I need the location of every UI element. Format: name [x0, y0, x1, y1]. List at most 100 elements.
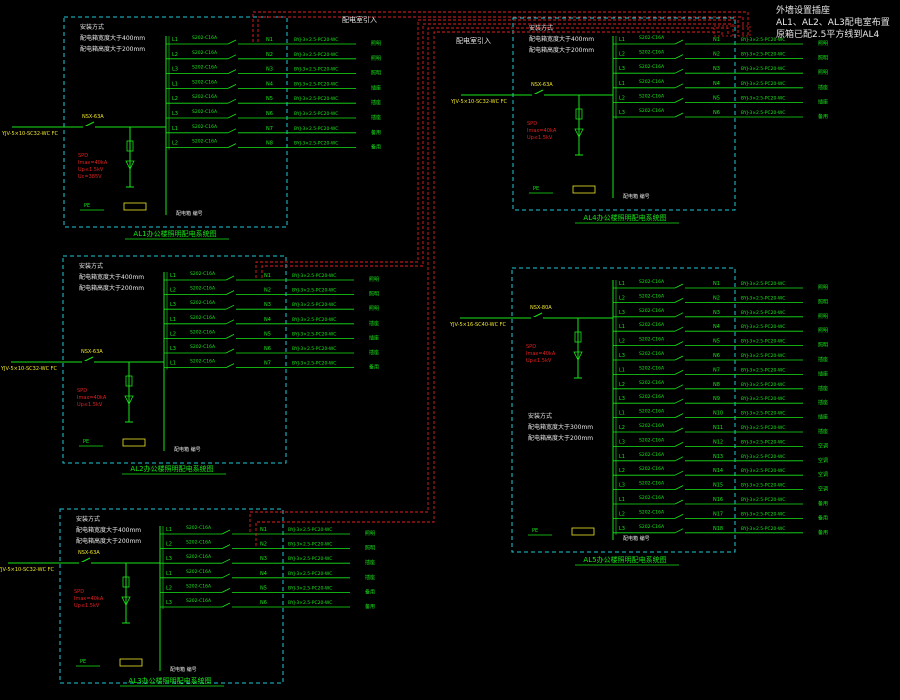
spd-spec: Imax=40kA [526, 351, 556, 357]
spd-fuse [575, 108, 583, 120]
circuit-load: 插座 [369, 334, 379, 341]
circuit-load: 插座 [371, 84, 381, 91]
circuit-phase: L2 [619, 295, 625, 301]
circuit-phase: L1 [619, 281, 625, 287]
main-breaker-label: NSX-63A [81, 349, 103, 355]
circuit-phase: L2 [619, 382, 625, 388]
spd-fuse [574, 331, 582, 343]
circuit-breaker-contact [225, 290, 235, 295]
circuit-breaker-label: S202-C16A [186, 525, 212, 531]
circuit-load: 照明 [818, 314, 828, 320]
circuit-load: 照明 [818, 41, 828, 47]
circuit-load: 插座 [365, 574, 375, 581]
circuit-cable: BYJ-3×2.5-PC20-WC [741, 81, 785, 87]
circuit-load: 照明 [369, 306, 379, 312]
circuit-number: N4 [713, 324, 720, 330]
bottom-note: 配电箱 编号 [174, 446, 201, 453]
spd-symbol [124, 395, 134, 405]
circuit-load: 插座 [818, 428, 828, 435]
circuit-number: N8 [266, 141, 273, 147]
main-breaker-label: NSX-63A [78, 550, 100, 556]
circuit-breaker-contact [674, 514, 684, 519]
circuit-breaker-contact [674, 298, 684, 303]
circuit-breaker-contact [221, 529, 231, 535]
circuit-breaker-label: S202-C16A [639, 308, 665, 314]
pe-terminal [122, 438, 146, 447]
circuit-cable: BYJ-3×2.5-PC20-WC [741, 52, 785, 58]
incoming-cable-label: YJV-5×10-SC32-WC FC [0, 567, 55, 573]
circuit-phase: L2 [619, 339, 625, 345]
circuit-phase: L1 [170, 273, 176, 279]
circuit-breaker-label: S202-C16A [639, 509, 665, 515]
circuit-load: 照明 [818, 70, 828, 76]
red-feeder-route [252, 11, 749, 42]
circuit-breaker-contact [674, 355, 684, 361]
panel-title: AL1办公楼照明配电系统图 [133, 229, 216, 238]
circuit-cable: BYJ-3×2.5-PC20-WC [741, 425, 785, 431]
circuit-phase: L2 [619, 425, 625, 431]
red-feeder-route [255, 19, 739, 278]
circuit-load: 照明 [371, 41, 381, 47]
panel-note: 配电箱高度大于200mm [79, 284, 144, 292]
main-breaker-label: NSX-80A [530, 305, 552, 311]
pe-label: PE [533, 186, 539, 192]
circuit-breaker-label: S202-C16A [186, 598, 212, 604]
circuit-breaker-label: S202-C16A [190, 359, 216, 365]
circuit-phase: L3 [619, 66, 625, 72]
circuit-number: N6 [264, 346, 271, 352]
bottom-note: 配电箱 编号 [170, 666, 197, 673]
circuit-breaker-contact [674, 413, 684, 418]
circuit-breaker-contact [674, 283, 684, 289]
circuit-cable: BYJ-3×2.5-PC20-WC [292, 273, 336, 279]
circuit-load: 照明 [818, 285, 828, 291]
circuit-load: 备用 [371, 144, 381, 151]
circuit-breaker-label: S202-C16A [192, 139, 218, 145]
circuit-load: 空调 [818, 457, 828, 464]
site-note-line-3: 原箱已配2.5平方线到AL4 [776, 30, 880, 40]
circuit-cable: BYJ-3×2.5-PC20-WC [292, 331, 336, 337]
circuit-cable: BYJ-3×2.5-PC20-WC [294, 67, 338, 73]
top-center-label: 配电室引入 [342, 16, 377, 24]
circuit-breaker-contact [674, 398, 684, 404]
incoming-cable-label: YJV-5×10-SC32-WC FC [1, 131, 59, 137]
site-note-line-2: AL1、AL2、AL3配电室布置 [776, 18, 890, 28]
red-feeder-route [261, 23, 734, 278]
panel-note: 安装方式 [80, 23, 104, 31]
circuit-breaker-label: S202-C16A [639, 64, 665, 70]
circuit-number: N11 [713, 425, 723, 431]
circuit-number: N1 [260, 527, 267, 533]
circuit-number: N7 [266, 126, 273, 132]
circuit-breaker-contact [674, 384, 684, 390]
circuit-phase: L3 [172, 111, 178, 117]
circuit-cable: BYJ-3×2.5-PC20-WC [741, 468, 785, 474]
circuit-breaker-contact [674, 98, 684, 103]
panel-note: 安装方式 [79, 262, 103, 270]
spd-symbol [125, 160, 135, 170]
panel-note: 配电箱高度大于200mm [529, 46, 594, 54]
circuit-phase: L2 [172, 141, 178, 147]
main-breaker-gap [83, 126, 95, 128]
circuit-cable: BYJ-3×2.5-PC20-WC [288, 585, 332, 591]
panel-note: 配电箱高度大于200mm [76, 537, 141, 545]
circuit-breaker-contact [674, 54, 684, 59]
spd-fuse [126, 140, 134, 152]
circuit-cable: BYJ-3×2.5-PC20-WC [294, 81, 338, 87]
circuit-number: N4 [260, 571, 267, 577]
circuit-breaker-contact [225, 334, 235, 339]
main-breaker-gap [531, 317, 543, 319]
circuit-breaker-contact [674, 485, 684, 490]
circuit-breaker-contact [674, 112, 684, 118]
spd-spec: Up≤1.5kV [78, 167, 104, 173]
circuit-breaker-label: S202-C16A [186, 569, 212, 575]
circuit-breaker-label: S202-C16A [639, 452, 665, 458]
circuit-breaker-label: S202-C16A [639, 322, 665, 328]
circuit-cable: BYJ-3×2.5-PC20-WC [741, 310, 785, 316]
circuit-breaker-contact [674, 312, 684, 318]
red-feeder-routes [249, 11, 751, 546]
